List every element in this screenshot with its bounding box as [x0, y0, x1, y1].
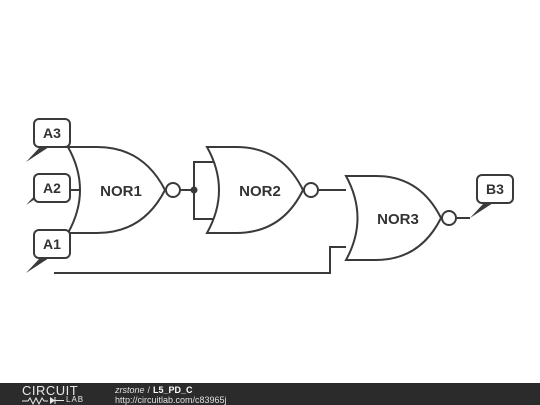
- pin-a3-label: A3: [43, 125, 61, 141]
- nor-gate-1-output-bubble: [165, 182, 181, 198]
- pin-a2[interactable]: A2: [26, 173, 71, 205]
- nor-gate-1-body: [66, 146, 167, 234]
- pin-a1-tail: [26, 258, 49, 273]
- wire-a1-to-nor3: [54, 246, 346, 274]
- author-link[interactable]: zrstone: [115, 385, 145, 395]
- junction-dot: [190, 186, 198, 194]
- nor-gate-3[interactable]: NOR3: [344, 175, 457, 261]
- pin-a2-box: [33, 173, 71, 203]
- pin-b3[interactable]: B3: [470, 174, 514, 218]
- circuit-url[interactable]: http://circuitlab.com/c83965j: [115, 395, 227, 405]
- footer-bar: CIRCUIT LAB zrstone/L5_PD_C http://circu…: [0, 383, 540, 405]
- circuit-name[interactable]: L5_PD_C: [153, 385, 193, 395]
- pin-b3-tail: [470, 203, 493, 218]
- nor-gate-2-label: NOR2: [239, 183, 281, 200]
- pin-b3-box: [476, 174, 514, 204]
- nor-gate-1-label: NOR1: [100, 183, 142, 200]
- logo-word: CIRCUIT: [22, 383, 79, 398]
- nor-gate-3-body: [344, 175, 443, 261]
- logo-sub: LAB: [66, 395, 85, 404]
- pin-b3-label: B3: [486, 181, 504, 197]
- pin-a1-label: A1: [43, 236, 61, 252]
- pin-a3[interactable]: A3: [26, 118, 71, 162]
- circuitlab-logo[interactable]: CIRCUIT LAB: [22, 383, 98, 405]
- pin-a3-tail: [26, 147, 49, 162]
- nor-gate-3-output-bubble: [441, 210, 457, 226]
- pin-a2-label: A2: [43, 180, 61, 196]
- resistor-diode-icon: [22, 396, 64, 405]
- nor-gate-2[interactable]: NOR2: [205, 146, 319, 234]
- circuit-attribution: zrstone/L5_PD_C: [115, 385, 193, 395]
- pin-a1[interactable]: A1: [26, 229, 71, 273]
- nor-gate-2-output-bubble: [303, 182, 319, 198]
- nor-gate-3-label: NOR3: [377, 211, 419, 228]
- pin-a1-box: [33, 229, 71, 259]
- pin-a3-box: [33, 118, 71, 148]
- nor-gate-1[interactable]: NOR1: [66, 146, 181, 234]
- nor-gate-2-body: [205, 146, 305, 234]
- circuit-schematic: NOR1 NOR2 NOR3 A3 A2 A1 B3: [26, 118, 514, 274]
- wire-nor2-input-split: [193, 161, 214, 220]
- separator: /: [147, 385, 151, 395]
